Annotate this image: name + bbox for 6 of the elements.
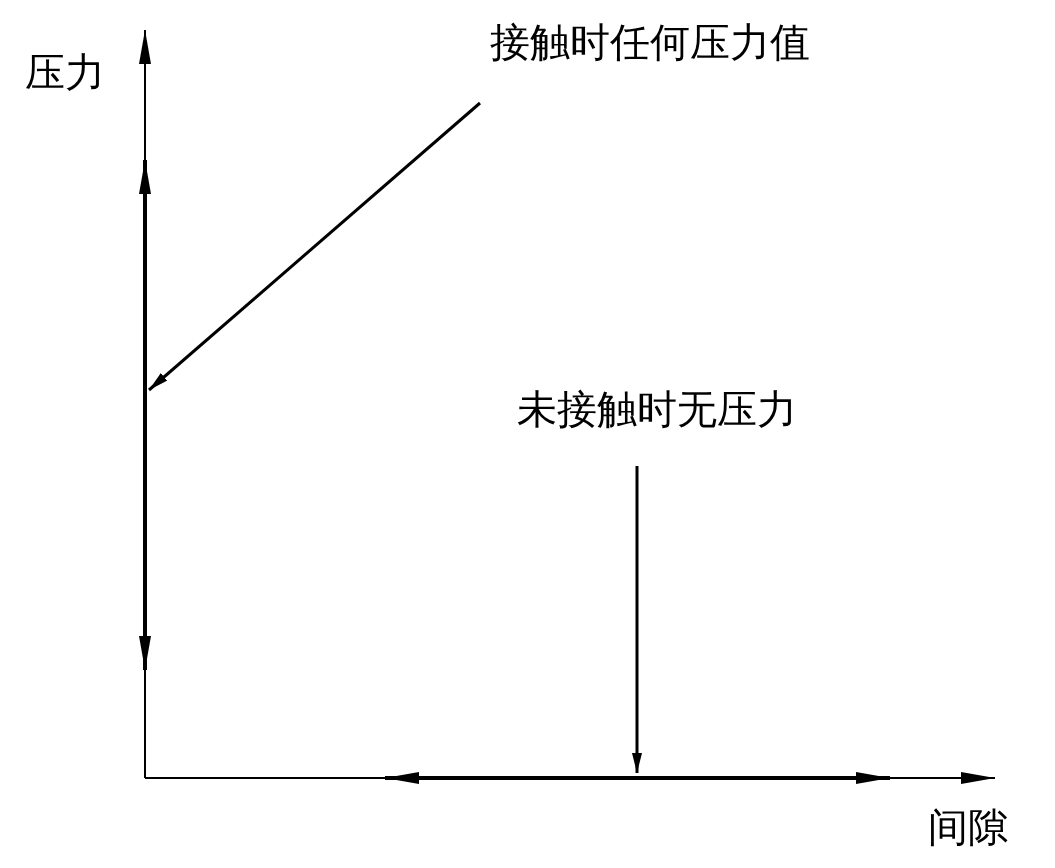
axis-label: 压力 [25, 48, 105, 96]
leader-arrow [148, 101, 481, 392]
annotation-text: 接触时任何压力值 [490, 18, 810, 66]
leader-arrow [632, 466, 642, 773]
axis-label: 间隙 [928, 803, 1008, 851]
annotation-text: 未接触时无压力 [517, 385, 797, 433]
